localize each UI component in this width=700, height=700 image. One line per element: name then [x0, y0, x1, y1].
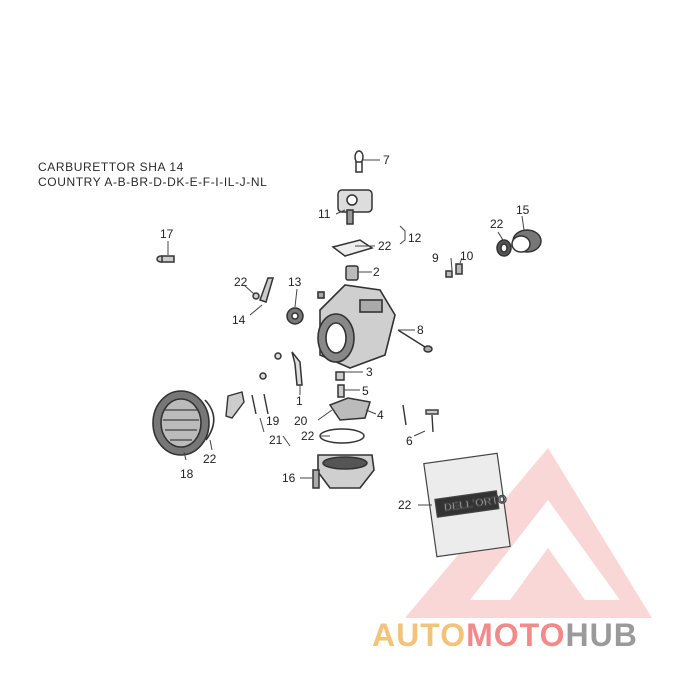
callout-9: 9	[432, 251, 439, 265]
callout-22-c: 22	[234, 275, 248, 289]
callout-22-f: 22	[398, 498, 412, 512]
part-9-10-screws	[445, 263, 463, 278]
callout-14: 14	[232, 313, 246, 327]
part-17-screw	[156, 255, 175, 263]
diagram-subtitle: COUNTRY A-B-BR-D-DK-E-F-I-IL-J-NL	[38, 175, 268, 189]
callout-11: 11	[318, 207, 331, 221]
callout-6: 6	[406, 434, 413, 448]
callout-22-d: 22	[301, 429, 315, 443]
callout-16: 16	[282, 471, 296, 485]
callout-19: 19	[266, 414, 280, 428]
callout-22-e: 22	[203, 452, 217, 466]
watermark-logo	[405, 448, 652, 618]
part-22-gasket	[331, 239, 374, 257]
callout-10: 10	[460, 249, 474, 263]
callout-20: 20	[294, 414, 308, 428]
callout-5: 5	[362, 384, 369, 398]
callout-12: 12	[408, 231, 422, 245]
callout-8: 8	[417, 323, 424, 337]
part-15-cap	[496, 229, 542, 257]
part-13-diaphragm	[286, 307, 304, 325]
diagram-title: CARBURETTOR SHA 14	[38, 160, 184, 174]
part-4-needle-valve	[328, 397, 371, 421]
callout-15: 15	[516, 203, 530, 217]
leader-lines	[167, 159, 525, 506]
callout-4: 4	[377, 408, 384, 422]
brand-moto: MOTO	[466, 617, 566, 653]
part-22-gasket-packet: DELL'ORTO	[423, 452, 511, 558]
callout-7: 7	[383, 153, 390, 167]
callout-17: 17	[160, 227, 174, 241]
part-18-air-filter	[152, 390, 215, 456]
callouts: 7 11 12 22 17 22 15 9 10 2 22 13 14 8 3 …	[160, 153, 530, 512]
callout-22-b: 22	[490, 217, 504, 231]
callout-18: 18	[180, 467, 194, 481]
float-bowl	[317, 454, 375, 489]
brand-hub: HUB	[565, 617, 638, 653]
part-16-screw	[312, 469, 320, 489]
callout-3: 3	[366, 365, 373, 379]
callout-1: 1	[296, 394, 303, 408]
callout-21: 21	[269, 433, 283, 447]
callout-2: 2	[373, 265, 380, 279]
brand-auto: AUTO	[372, 617, 467, 653]
carburettor-body	[317, 284, 396, 369]
part-2-fitting	[345, 265, 359, 281]
part-8-screw	[397, 329, 433, 353]
part-14-lever	[252, 277, 274, 303]
callout-22-a: 22	[378, 239, 392, 253]
callout-13: 13	[288, 275, 302, 289]
part-1-jet-needle	[259, 351, 303, 386]
part-11-tickler	[337, 189, 373, 225]
part-19-21-clip	[225, 391, 269, 419]
part-3-5-jets	[335, 371, 345, 398]
watermark-brand-text: AUTOMOTOHUB	[372, 617, 638, 654]
part-6-pins	[402, 404, 439, 433]
part-7-screw	[354, 150, 364, 173]
